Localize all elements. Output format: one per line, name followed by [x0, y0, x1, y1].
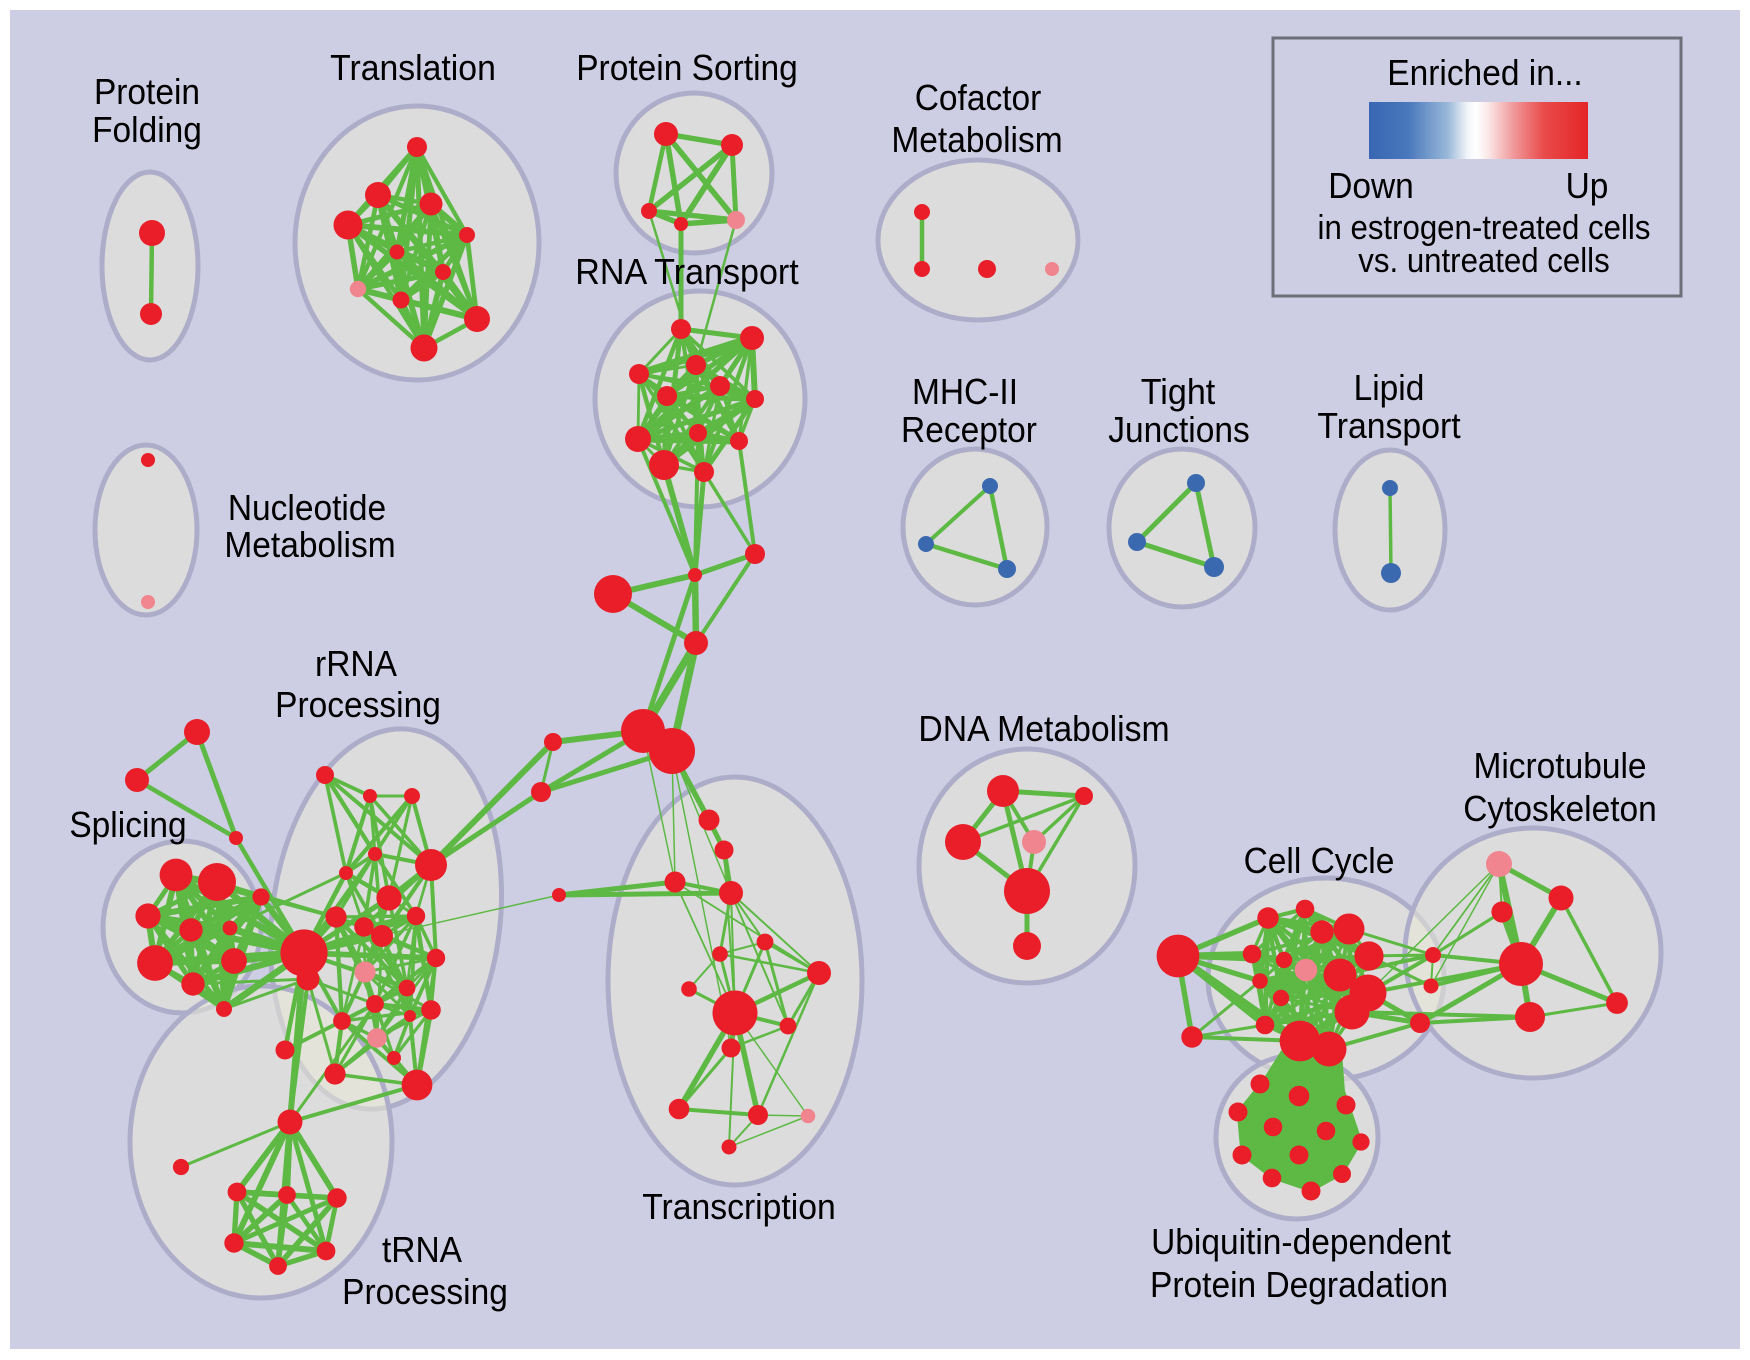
svg-text:Cell Cycle: Cell Cycle: [1244, 840, 1395, 881]
svg-text:tRNA: tRNA: [382, 1229, 462, 1270]
svg-text:Metabolism: Metabolism: [224, 524, 395, 565]
svg-text:MHC-II: MHC-II: [912, 371, 1018, 412]
svg-text:Transport: Transport: [1317, 405, 1460, 446]
svg-text:vs. untreated cells: vs. untreated cells: [1358, 242, 1609, 280]
svg-text:Tight: Tight: [1141, 371, 1216, 412]
svg-text:rRNA: rRNA: [315, 643, 397, 684]
svg-text:Down: Down: [1328, 165, 1414, 206]
svg-text:Processing: Processing: [342, 1271, 508, 1312]
svg-text:Splicing: Splicing: [69, 804, 186, 845]
svg-text:Lipid: Lipid: [1354, 367, 1425, 408]
svg-text:Junctions: Junctions: [1108, 409, 1250, 450]
svg-text:Processing: Processing: [275, 684, 441, 725]
svg-text:Transcription: Transcription: [642, 1186, 836, 1227]
svg-text:Folding: Folding: [92, 109, 202, 150]
svg-text:in estrogen-treated cells: in estrogen-treated cells: [1318, 209, 1651, 247]
svg-text:Protein Degradation: Protein Degradation: [1150, 1264, 1448, 1305]
svg-text:Cytoskeleton: Cytoskeleton: [1463, 788, 1657, 829]
svg-text:Nucleotide: Nucleotide: [228, 487, 386, 528]
svg-text:Protein Sorting: Protein Sorting: [576, 47, 798, 88]
svg-text:Ubiquitin-dependent: Ubiquitin-dependent: [1151, 1221, 1451, 1262]
svg-text:Translation: Translation: [330, 47, 496, 88]
svg-text:Enriched in...: Enriched in...: [1387, 52, 1583, 93]
svg-text:Cofactor: Cofactor: [915, 77, 1042, 118]
svg-text:Up: Up: [1566, 165, 1609, 206]
svg-text:DNA Metabolism: DNA Metabolism: [918, 708, 1169, 749]
svg-text:RNA Transport: RNA Transport: [575, 251, 798, 292]
svg-text:Receptor: Receptor: [901, 409, 1037, 450]
svg-text:Metabolism: Metabolism: [891, 119, 1062, 160]
svg-text:Protein: Protein: [94, 71, 200, 112]
svg-text:Microtubule: Microtubule: [1473, 745, 1646, 786]
